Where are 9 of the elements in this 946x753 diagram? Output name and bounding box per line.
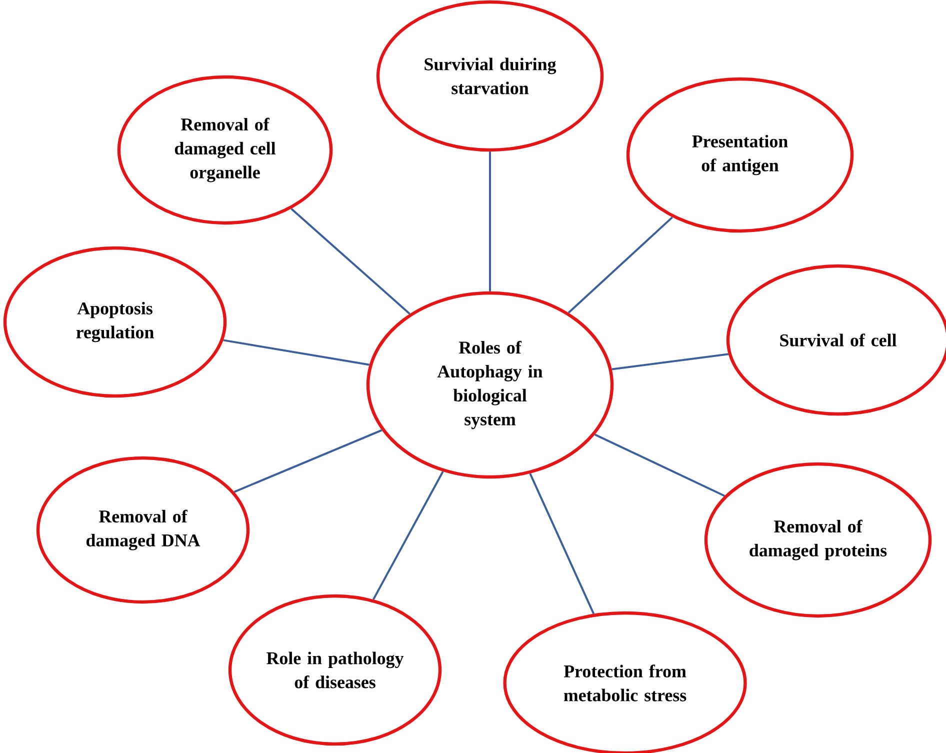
connector-line	[612, 353, 729, 370]
connector-line	[234, 429, 382, 493]
connector-line	[529, 473, 595, 614]
connector-line	[489, 152, 491, 292]
connector-line	[290, 208, 410, 315]
connector-line	[223, 339, 370, 366]
connector-line	[372, 471, 444, 600]
connector-line	[568, 216, 673, 314]
connector-line	[594, 434, 725, 497]
